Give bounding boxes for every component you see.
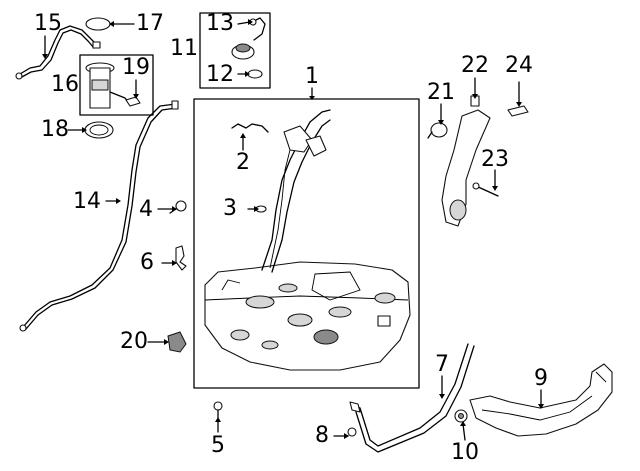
callout-16: 16: [51, 72, 79, 97]
callout-5: 5: [211, 433, 225, 458]
callout-6: 6: [140, 250, 154, 275]
leader-lines: [44, 21, 542, 441]
bracket-icon: [167, 331, 187, 353]
gasket-icon: [85, 17, 111, 31]
callout-13: 13: [206, 11, 234, 36]
callout-23: 23: [481, 147, 509, 172]
callout-12: 12: [206, 62, 234, 87]
callout-4: 4: [139, 197, 153, 222]
cap-seal-icon: [247, 69, 263, 79]
fuel-filler-pipe-icon: [261, 109, 331, 273]
mount-bracket-icon: [507, 105, 529, 117]
pump-clip-icon: [125, 96, 141, 107]
nut-icon: [454, 409, 468, 423]
fuel-cap-icon: [231, 43, 255, 60]
callout-9: 9: [534, 366, 548, 391]
callout-2: 2: [236, 150, 250, 175]
callout-10: 10: [451, 440, 479, 465]
filler-door-housing-icon: [441, 95, 491, 227]
leader-arrowheads: [42, 19, 544, 439]
pump-group-box: [79, 54, 154, 116]
callout-1: 1: [305, 64, 319, 89]
callout-11: 11: [170, 36, 198, 61]
callout-19: 19: [122, 55, 150, 80]
callout-14: 14: [73, 189, 101, 214]
tank-assembly-box: [193, 98, 420, 389]
heat-shield-icon: [469, 363, 613, 437]
callout-22: 22: [461, 53, 489, 78]
callout-18: 18: [41, 117, 69, 142]
callout-21: 21: [427, 80, 455, 105]
tether-strap-icon: [249, 17, 266, 41]
fuel-tank-icon: [204, 261, 411, 371]
bolt-5-icon: [213, 401, 223, 419]
release-rod-icon: [472, 182, 499, 197]
callout-15: 15: [34, 11, 62, 36]
callout-7: 7: [435, 352, 449, 377]
vent-line-icon: [15, 25, 101, 80]
clip-icon: [175, 245, 187, 271]
cap-group-box: [199, 12, 271, 89]
callout-8: 8: [315, 423, 329, 448]
callout-24: 24: [505, 53, 533, 78]
filler-door-icon: [427, 122, 448, 139]
vent-hose-icon: [231, 123, 269, 133]
callout-17: 17: [136, 11, 164, 36]
fuel-pump-module-icon: [85, 62, 131, 109]
fuel-line-icon: [19, 100, 179, 332]
callout-20: 20: [120, 329, 148, 354]
lock-ring-icon: [84, 121, 114, 139]
callout-3: 3: [223, 196, 237, 221]
tank-strap-icon: [349, 343, 475, 453]
